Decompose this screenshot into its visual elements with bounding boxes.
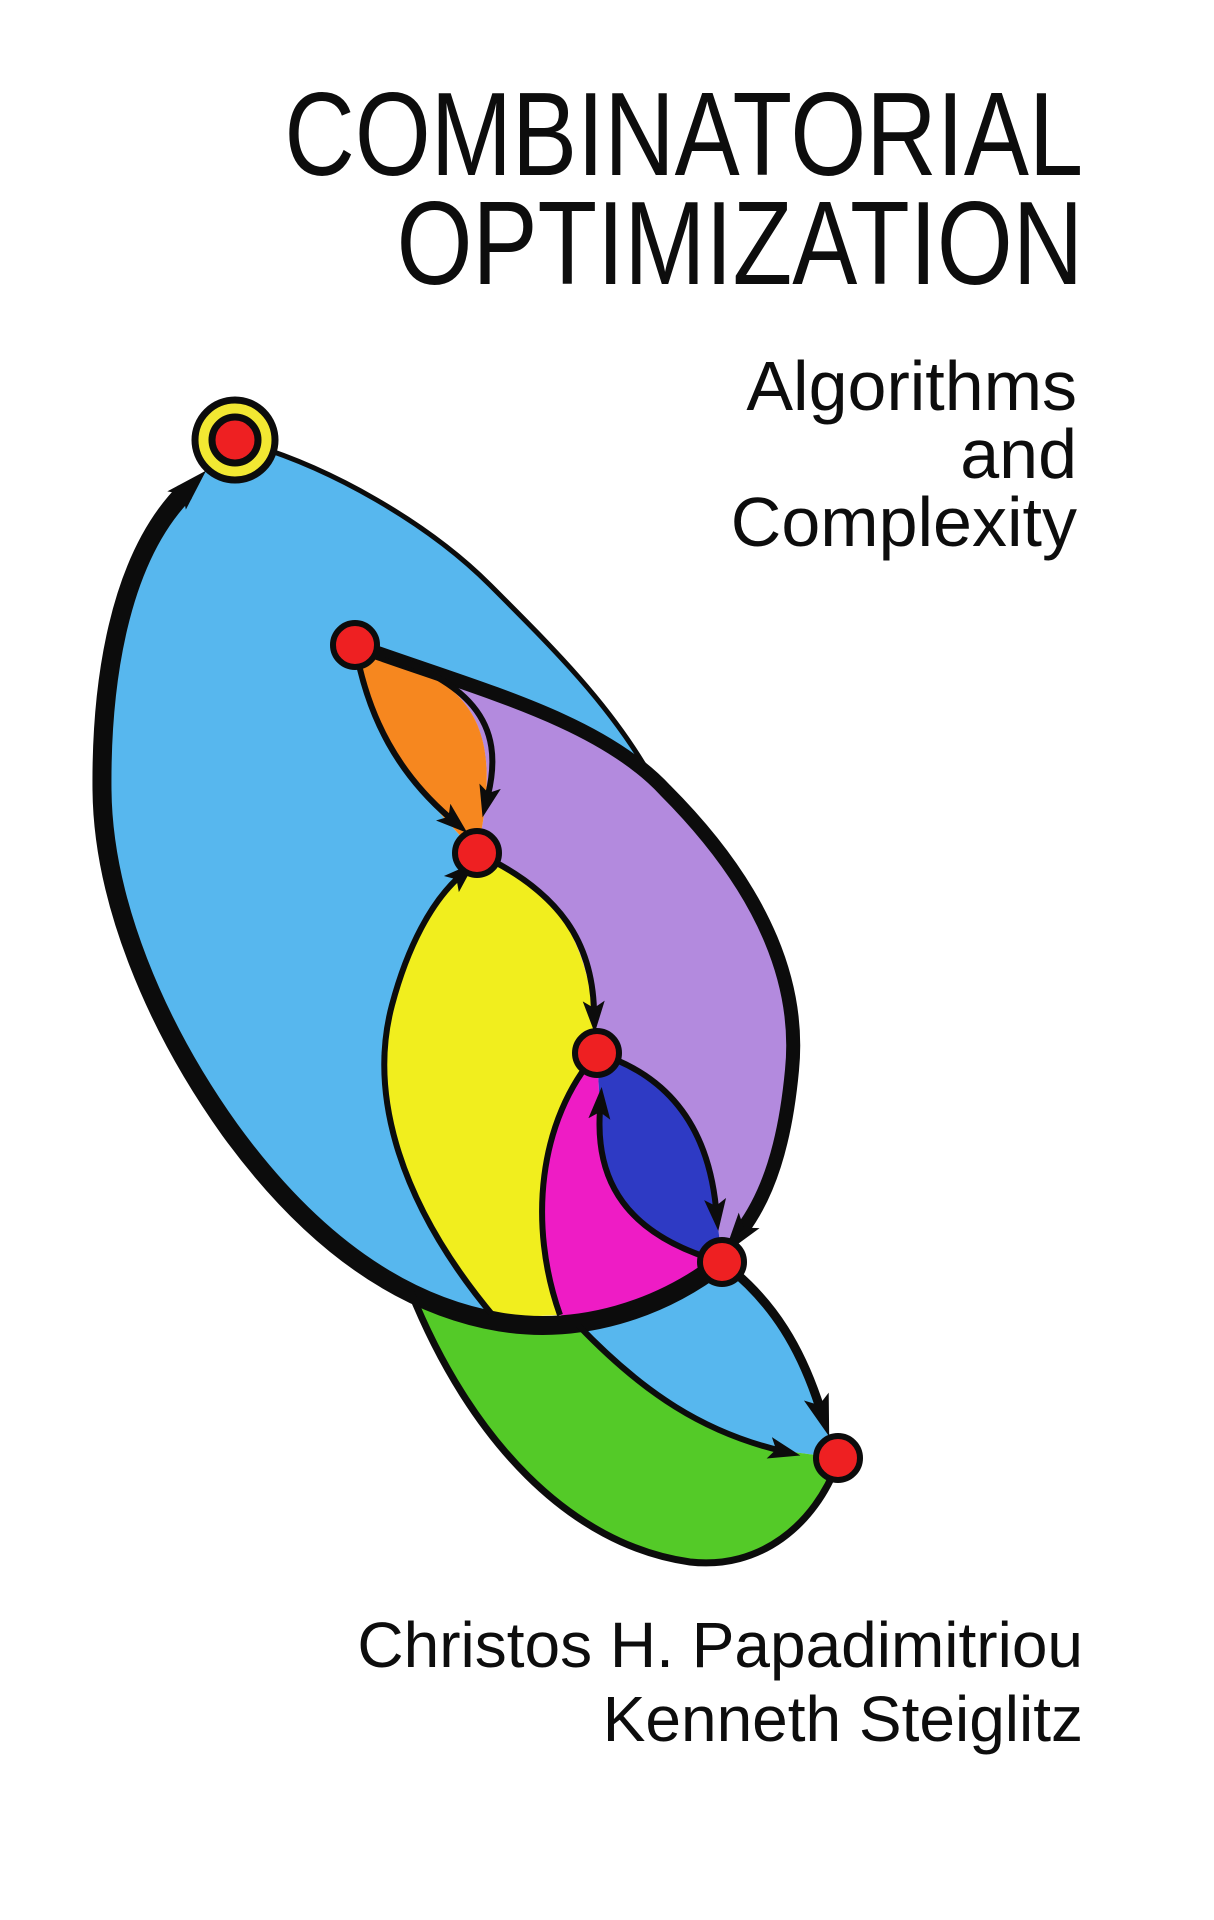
graph-node-3 <box>452 828 502 878</box>
subtitle-line-3: Complexity <box>730 483 1077 561</box>
edge-green-top <box>575 1322 801 1459</box>
region-green-crescent <box>410 1290 838 1563</box>
author-line-2: Kenneth Steiglitz <box>602 1683 1083 1755</box>
edge-magenta-left <box>539 1051 600 1317</box>
region-royal-blue-lens <box>597 1053 722 1262</box>
edge-top-thin <box>234 437 653 777</box>
region-yellow <box>384 853 597 1318</box>
edge-yellow-left-up <box>381 862 498 1320</box>
edge-lens-left-up <box>588 1087 723 1265</box>
graph-node-4 <box>572 1028 622 1078</box>
subtitle-line-2: and <box>960 415 1077 493</box>
edge-orange-right <box>354 642 501 818</box>
graph-node-2 <box>330 620 380 670</box>
edge-yellow-right <box>475 850 605 1033</box>
region-magenta <box>542 1053 722 1319</box>
subtitle-line-1: Algorithms <box>746 347 1077 425</box>
graph-node-6 <box>813 1433 863 1483</box>
book-title: COMBINATORIAL OPTIMIZATION <box>109 68 1083 310</box>
graph-node-1 <box>208 413 262 467</box>
edge-lens-right-down <box>596 1050 727 1231</box>
edge-orange-left <box>352 644 468 834</box>
title-line-2: OPTIMIZATION <box>396 177 1083 310</box>
title-line-1: COMBINATORIAL <box>284 68 1083 201</box>
region-orange-lens <box>355 645 487 853</box>
graph-node-5 <box>697 1237 747 1287</box>
edge-green-bottom <box>406 1288 842 1567</box>
book-authors: Christos H. Papadimitriou Kenneth Steigl… <box>357 1608 1083 1756</box>
start-node-ring <box>191 396 279 484</box>
book-subtitle: Algorithms and Complexity <box>730 347 1077 561</box>
edge-long-right-outline <box>352 638 801 1255</box>
author-line-1: Christos H. Papadimitriou <box>357 1609 1083 1681</box>
edge-long-left-outline <box>92 470 728 1335</box>
region-sky-blue-bottom <box>578 1262 838 1458</box>
region-sky-blue-left <box>101 440 651 1318</box>
